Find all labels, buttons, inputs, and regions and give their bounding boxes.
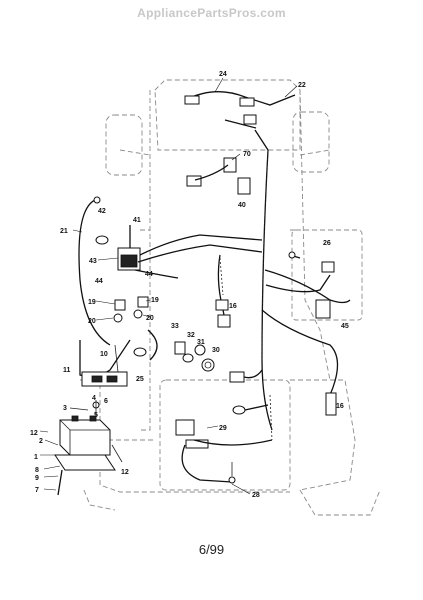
callout-20-left: 20 (88, 318, 96, 325)
callout-40: 40 (238, 202, 246, 209)
callout-24: 21 (60, 228, 68, 235)
cable-10 (79, 339, 131, 387)
callout-7: 7 (35, 487, 39, 494)
solenoid-43 (97, 225, 263, 279)
part-16-upper (215, 254, 231, 328)
callout-10: 10 (100, 351, 108, 358)
callout-20-right: 20 (146, 315, 154, 322)
callout-44-right: 44 (145, 271, 153, 278)
callout-16-upper: 16 (229, 303, 237, 310)
callout-3: 3 (63, 405, 67, 412)
watermark: AppliancePartsPros.com (137, 6, 286, 20)
hardware (69, 400, 123, 463)
callout-45: 45 (341, 323, 349, 330)
callout-9: 9 (35, 475, 39, 482)
callout-28: 28 (252, 492, 260, 499)
callout-11: 11 (63, 367, 71, 374)
callout-1: 1 (34, 454, 38, 461)
page-number: 6/99 (198, 542, 225, 557)
callout-19-left: 19 (88, 299, 96, 306)
callout-41: 41 (133, 217, 141, 224)
callout-42: 42 (98, 208, 106, 215)
callout-29: 29 (219, 425, 227, 432)
callout-16-lower: 16 (336, 403, 344, 410)
part-25 (133, 329, 158, 361)
callout-43: 43 (89, 258, 97, 265)
callout-25: 25 (136, 376, 144, 383)
callout-31: 31 (197, 339, 205, 346)
callout-6: 6 (104, 398, 108, 405)
callout-22: 24 (219, 71, 227, 78)
center-components (174, 341, 263, 383)
callout-labels: 24 22 70 40 42 41 21 26 43 44 44 19 19 1… (30, 71, 349, 499)
tractor-outline (80, 79, 381, 516)
callout-30: 30 (212, 347, 220, 354)
callout-19-right: 19 (151, 297, 159, 304)
callout-8: 8 (35, 467, 39, 474)
right-harness (261, 251, 351, 416)
callout-32: 32 (187, 332, 195, 339)
wire-24 (72, 196, 111, 346)
part-70-connectors (186, 153, 251, 195)
callout-12-left: 12 (30, 430, 38, 437)
callout-33: 33 (171, 323, 179, 330)
main-harness-40 (224, 119, 273, 441)
callout-4: 4 (92, 395, 96, 402)
callout-12-right: 12 (121, 469, 129, 476)
callout-5: 5 (94, 412, 98, 419)
callout-21: 22 (298, 82, 306, 89)
lower-harness (175, 404, 273, 495)
ignition-switch (95, 296, 151, 323)
front-harness (184, 77, 298, 125)
callout-26: 26 (323, 240, 331, 247)
callout-70: 70 (243, 151, 251, 158)
battery (39, 415, 116, 496)
callout-2: 2 (39, 438, 43, 445)
callout-44-left: 44 (95, 278, 103, 285)
